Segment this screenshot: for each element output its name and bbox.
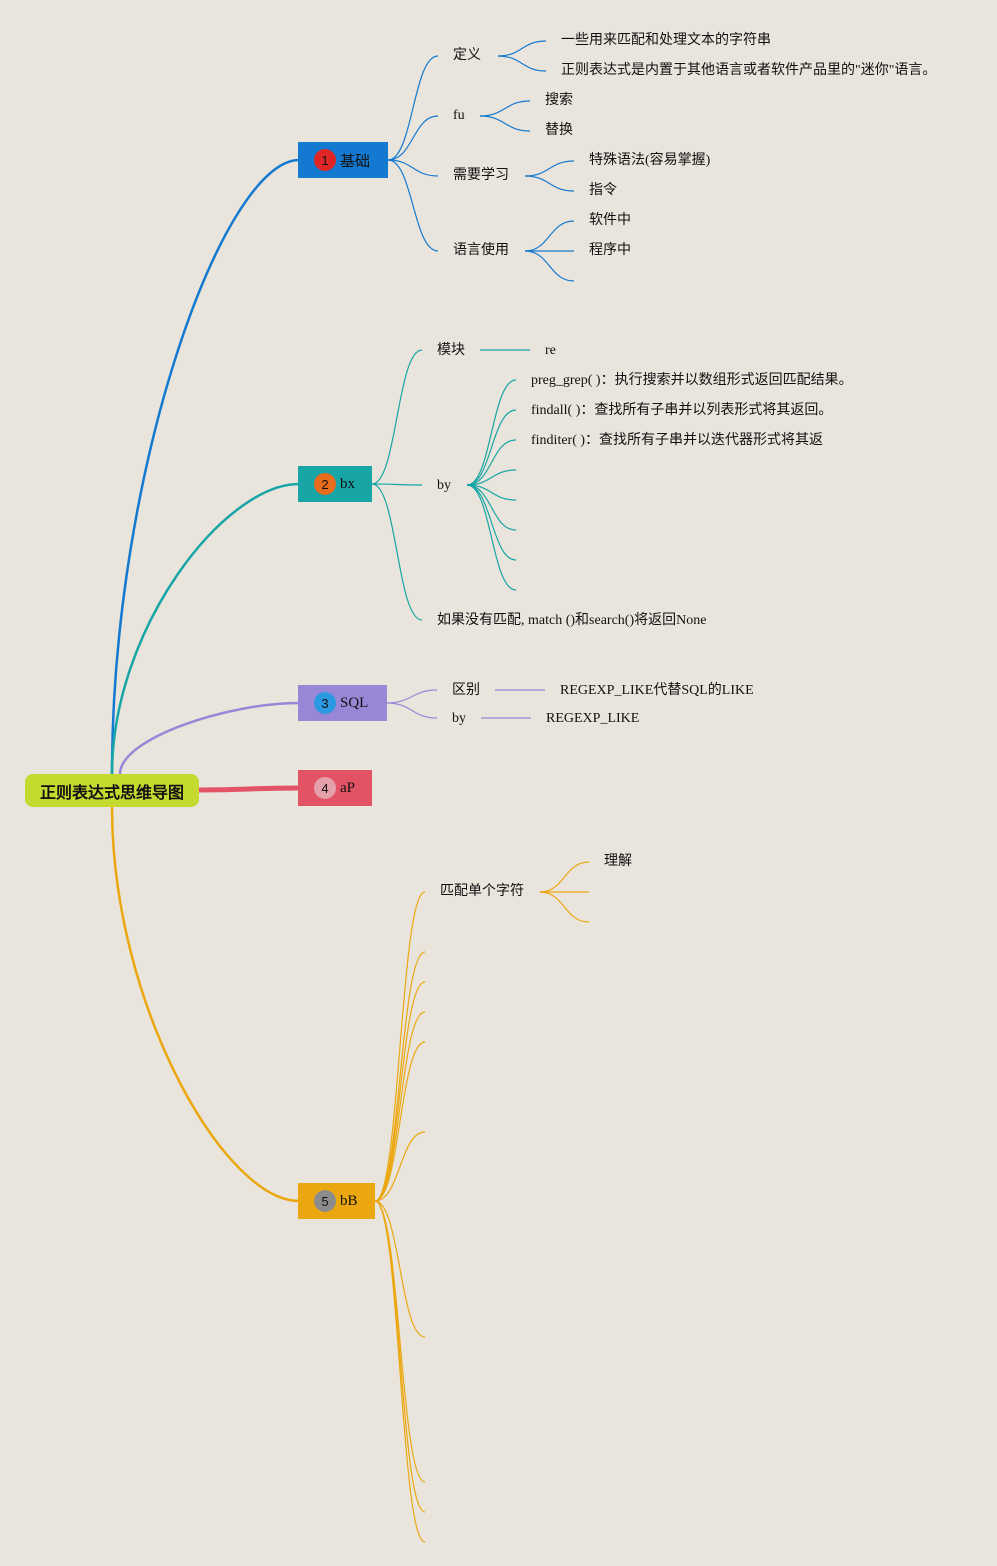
number-badge-3: 3	[314, 692, 336, 714]
link-def-2	[497, 55, 547, 72]
node-in-software[interactable]: 软件中	[589, 213, 631, 228]
node-regexp-like[interactable]: REGEXP_LIKE	[546, 711, 640, 726]
link-b1-child-3	[387, 159, 439, 252]
link-root-b3	[118, 701, 300, 775]
root-node[interactable]: 正则表达式思维导图	[25, 774, 199, 807]
node-difference[interactable]: 区别	[452, 683, 480, 698]
link-b1-child-0	[387, 55, 439, 161]
link-b3-by	[386, 702, 438, 719]
link-by-0	[466, 379, 517, 486]
link-b5-0	[374, 891, 426, 1202]
branch-node-ap[interactable]: 4 aP	[298, 770, 372, 806]
branch-node-basics[interactable]: 1 基础	[298, 142, 388, 178]
branch-node-bx[interactable]: 2 bx	[298, 466, 372, 502]
branch-label: bx	[340, 475, 355, 492]
node-in-program[interactable]: 程序中	[589, 243, 631, 258]
link-root-b2	[110, 482, 300, 775]
node-regexp-like-replaces[interactable]: REGEXP_LIKE代替SQL的LIKE	[560, 683, 754, 698]
link-b2-by	[371, 483, 423, 486]
node-re[interactable]: re	[545, 343, 556, 358]
link-b5-1	[374, 951, 426, 1202]
node-preg-grep[interactable]: preg_grep( )：执行搜索并以数组形式返回匹配结果。	[531, 373, 853, 388]
node-definition-item-2[interactable]: 正则表达式是内置于其他语言或者软件产品里的"迷你"语言。	[561, 63, 937, 78]
number-badge-5: 5	[314, 1190, 336, 1212]
node-no-match[interactable]: 如果没有匹配, match ()和search()将返回None	[437, 613, 707, 628]
link-by-1	[466, 409, 517, 486]
link-b5-4	[374, 1041, 426, 1202]
link-b5-6	[374, 1200, 426, 1338]
link-learn-1	[524, 160, 575, 177]
link-by-6	[466, 484, 517, 561]
link-usage-0	[524, 220, 575, 252]
node-definition-item-1[interactable]: 一些用来匹配和处理文本的字符串	[561, 33, 771, 48]
link-root-b4	[198, 785, 300, 793]
node-need-to-learn[interactable]: 需要学习	[453, 168, 509, 183]
link-b1-child-2	[387, 159, 439, 177]
node-definition[interactable]: 定义	[453, 48, 481, 63]
node-search[interactable]: 搜索	[545, 93, 573, 108]
branch-label: 基础	[340, 153, 371, 170]
link-root-b5	[110, 806, 300, 1203]
link-learn-2	[524, 175, 575, 192]
branch-label: bB	[340, 1192, 358, 1209]
link-fu-2	[479, 115, 531, 132]
node-replace[interactable]: 替换	[545, 123, 573, 138]
node-understand[interactable]: 理解	[604, 854, 632, 869]
link-b5-9	[374, 1200, 426, 1543]
node-match-single-char[interactable]: 匹配单个字符	[440, 884, 524, 899]
node-module[interactable]: 模块	[437, 343, 465, 358]
branch-node-bb[interactable]: 5 bB	[298, 1183, 375, 1219]
node-instructions[interactable]: 指令	[589, 183, 617, 198]
node-finditer[interactable]: finditer( )：查找所有子串并以迭代器形式将其返	[531, 433, 824, 448]
link-b5-2	[374, 981, 426, 1202]
branch-label: aP	[340, 779, 355, 796]
link-b5-8	[374, 1200, 426, 1513]
link-b5-7	[374, 1200, 426, 1483]
link-b2-module	[371, 349, 423, 485]
node-by[interactable]: by	[437, 478, 451, 493]
link-b2-nomatch	[371, 483, 423, 621]
node-sql-by[interactable]: by	[452, 711, 466, 726]
link-root-b1	[110, 158, 300, 775]
node-special-syntax[interactable]: 特殊语法(容易掌握)	[589, 153, 711, 168]
link-usage-2	[524, 250, 575, 282]
link-fu-1	[479, 100, 531, 117]
link-b5-5	[374, 1131, 426, 1202]
node-language-usage[interactable]: 语言使用	[453, 243, 509, 258]
link-b3-diff	[386, 689, 438, 704]
node-findall[interactable]: findall( )：查找所有子串并以列表形式将其返回。	[531, 403, 833, 418]
link-b1-child-1	[387, 115, 439, 161]
number-badge-1: 1	[314, 149, 336, 171]
link-by-7	[466, 484, 517, 591]
link-single-0	[539, 861, 590, 893]
number-badge-2: 2	[314, 473, 336, 495]
branch-label: SQL	[340, 694, 369, 711]
link-by-5	[466, 484, 517, 531]
link-by-3	[466, 469, 517, 486]
number-badge-4: 4	[314, 777, 336, 799]
branch-node-sql[interactable]: 3 SQL	[298, 685, 387, 721]
link-by-2	[466, 439, 517, 486]
node-fu[interactable]: fu	[453, 108, 465, 123]
link-single-2	[539, 891, 590, 923]
link-def-1	[497, 40, 547, 57]
